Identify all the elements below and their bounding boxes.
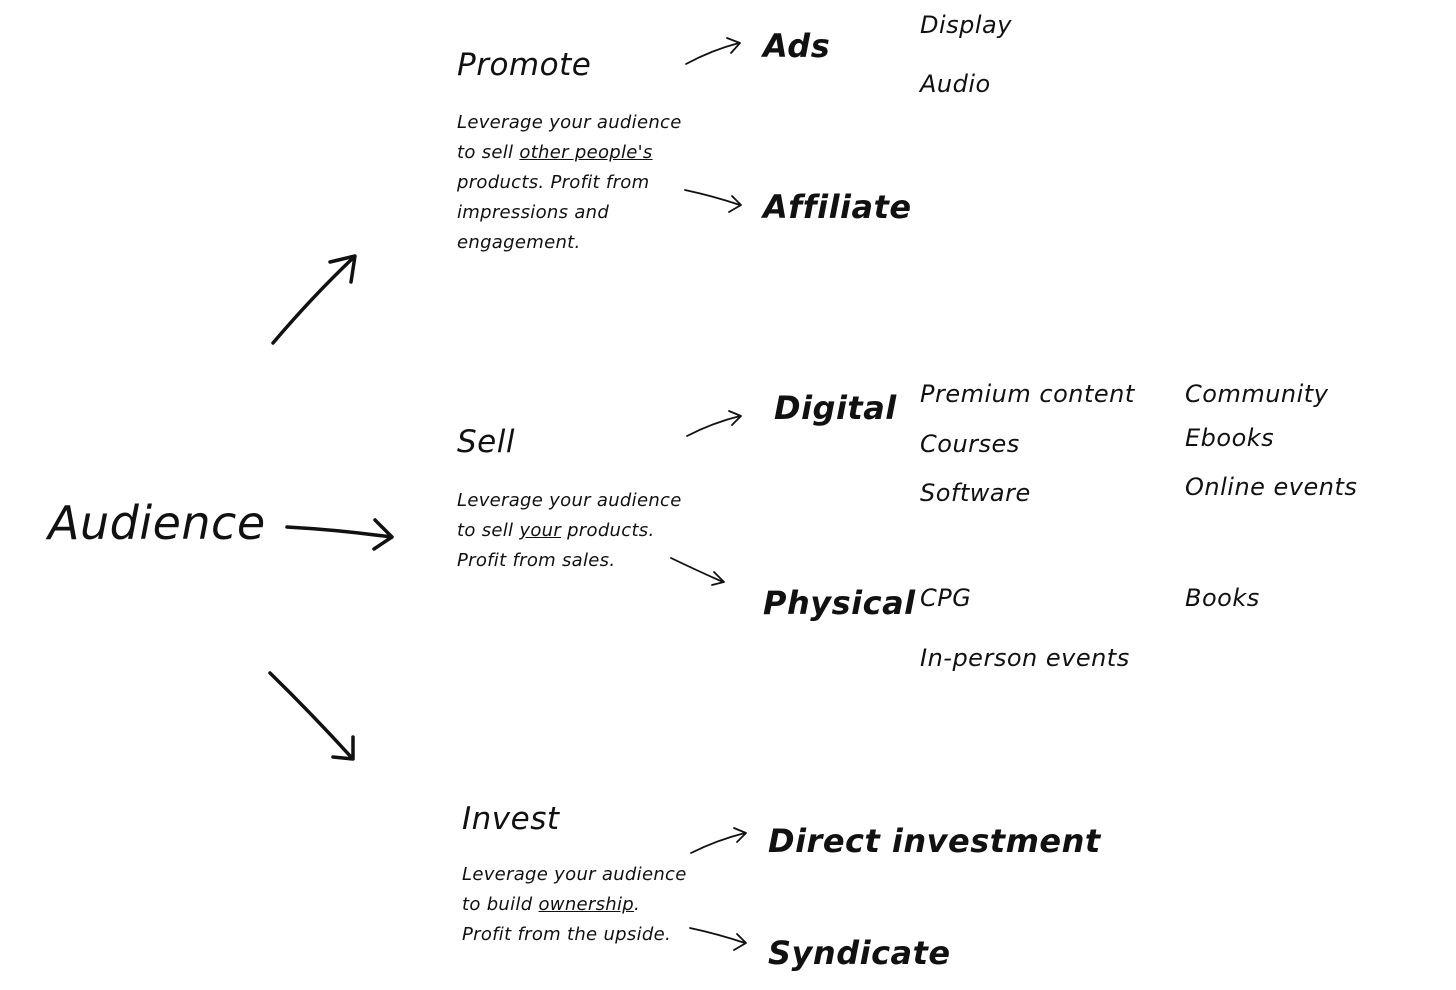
sub-node-physical: Physical (763, 584, 916, 622)
desc-text: . Profit from the upside. (462, 894, 671, 945)
branch-sell-title: Sell (457, 424, 515, 460)
desc-emphasis: ownership (538, 894, 635, 915)
branch-promote-description: Leverage your audience to sell other peo… (457, 108, 687, 258)
sub-node-affiliate: Affiliate (763, 188, 912, 226)
leaf-display: Display (920, 11, 1012, 39)
leaf-courses: Courses (920, 430, 1020, 458)
leaf-software: Software (920, 479, 1031, 507)
leaf-audio: Audio (920, 70, 991, 98)
sub-node-digital: Digital (774, 389, 897, 427)
desc-emphasis: other people's (519, 142, 653, 163)
desc-text: products. Profit from impressions and en… (457, 172, 650, 253)
desc-text: products. Profit from sales. (457, 520, 655, 571)
arrow-invest-to-syndicate (689, 927, 747, 951)
arrow-sell-to-digital (686, 410, 742, 437)
arrow-promote-to-affiliate (684, 189, 742, 213)
desc-emphasis: your (519, 520, 562, 541)
leaf-in-person-events: In-person events (920, 644, 1130, 672)
leaf-ebooks: Ebooks (1185, 424, 1275, 452)
branch-promote-title: Promote (457, 47, 592, 83)
arrow-audience-to-invest (268, 671, 355, 761)
branch-sell-description: Leverage your audience to sell your prod… (457, 486, 687, 576)
sub-node-ads: Ads (763, 27, 831, 65)
leaf-cpg: CPG (920, 584, 972, 612)
desc-text: Leverage your audience to sell (457, 490, 682, 541)
branch-invest-description: Leverage your audience to build ownershi… (462, 860, 692, 950)
desc-text: Leverage your audience to sell (457, 112, 682, 163)
sub-node-direct-investment: Direct investment (768, 822, 1101, 860)
arrow-audience-to-sell (285, 518, 394, 551)
arrow-sell-to-physical (670, 557, 725, 586)
branch-invest-title: Invest (462, 801, 560, 837)
leaf-community: Community (1185, 380, 1329, 408)
arrow-invest-to-direct (690, 827, 747, 854)
desc-text: Leverage your audience to build (462, 864, 687, 915)
leaf-premium-content: Premium content (920, 380, 1135, 408)
sub-node-syndicate: Syndicate (768, 934, 951, 972)
arrow-audience-to-promote (271, 254, 357, 345)
leaf-online-events: Online events (1185, 473, 1358, 501)
arrow-promote-to-ads (685, 37, 741, 65)
leaf-books: Books (1185, 584, 1260, 612)
root-node-audience: Audience (48, 496, 266, 550)
